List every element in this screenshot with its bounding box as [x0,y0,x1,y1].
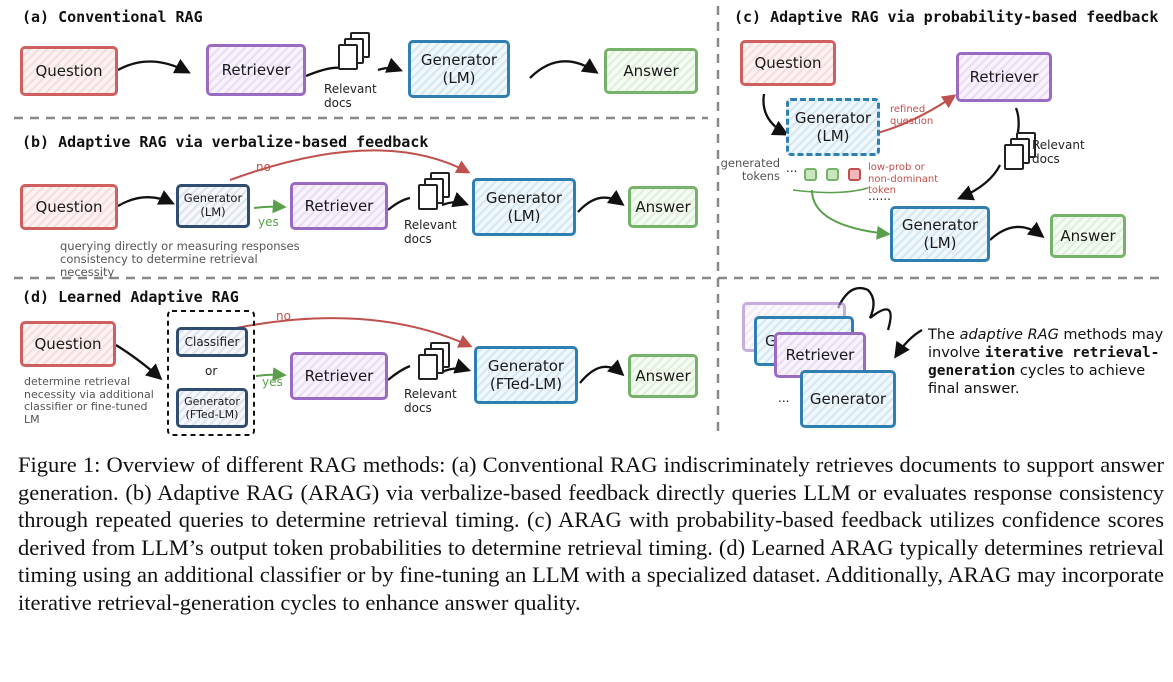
question-box: Question [740,40,836,86]
panel-d-note: determine retrieval necessity via additi… [24,375,154,426]
answer-box: Answer [628,186,698,228]
token-ellipsis: ... [786,161,798,175]
question-box: Question [20,321,116,367]
panel-a-title: (a) Conventional RAG [22,8,203,26]
panel-d-title: (d) Learned Adaptive RAG [22,288,239,306]
figure-caption: Figure 1: Overview of different RAG meth… [18,452,1164,615]
refined-question-label: refined question [890,104,934,127]
generation-ellipsis: ...... [868,189,891,203]
retriever-box: Retriever [290,352,388,400]
retriever-box: Retriever [956,52,1052,102]
generator-box: Generator (FTed-LM) [474,346,578,404]
answer-box: Answer [628,354,698,398]
iterative-cycles-note: The adaptive RAG methods may involve ite… [928,327,1164,398]
generator-box: Generator (LM) [890,206,990,262]
no-label: no [256,160,271,174]
relevant-docs-label: Relevant docs [404,218,457,246]
generator-small-box: Generator (LM) [176,184,250,228]
generator-small-box: Generator (FTed-LM) [176,388,248,428]
token-red-icon [848,168,861,181]
panel-b-note: querying directly or measuring responses… [60,239,300,280]
relevant-docs-label: Relevant docs [1032,138,1085,166]
relevant-docs-label: Relevant docs [404,387,457,415]
generator-box: Generator (LM) [408,40,510,98]
yes-label: yes [258,215,279,229]
no-label: no [276,309,291,323]
token-green-icon [826,168,839,181]
low-prob-token-label: low-prob or non-dominant token [868,162,939,196]
connector-arrows [14,6,1165,436]
yes-label: yes [262,375,283,389]
classifier-box: Classifier [176,327,248,357]
generated-tokens-label: generated tokens [720,156,780,184]
generator-box: Generator (LM) [472,178,576,236]
panel-c-title: (c) Adaptive RAG via probability-based f… [734,8,1159,26]
generator-top-box: Generator (LM) [786,98,880,156]
question-box: Question [20,46,118,96]
relevant-docs-label: Relevant docs [324,82,377,110]
answer-box: Answer [1050,214,1126,258]
rag-overview-figure: (a) Conventional RAG Question Retriever … [14,6,1165,436]
question-box: Question [20,184,118,230]
or-label: or [205,364,218,378]
generator-box: Generator [800,370,896,428]
answer-box: Answer [604,48,698,94]
retriever-box: Retriever [290,182,388,230]
panel-b-title: (b) Adaptive RAG via verbalize-based fee… [22,133,429,151]
retriever-box: Retriever [206,44,306,96]
cycle-ellipsis: ... [778,391,790,405]
token-green-icon [804,168,817,181]
